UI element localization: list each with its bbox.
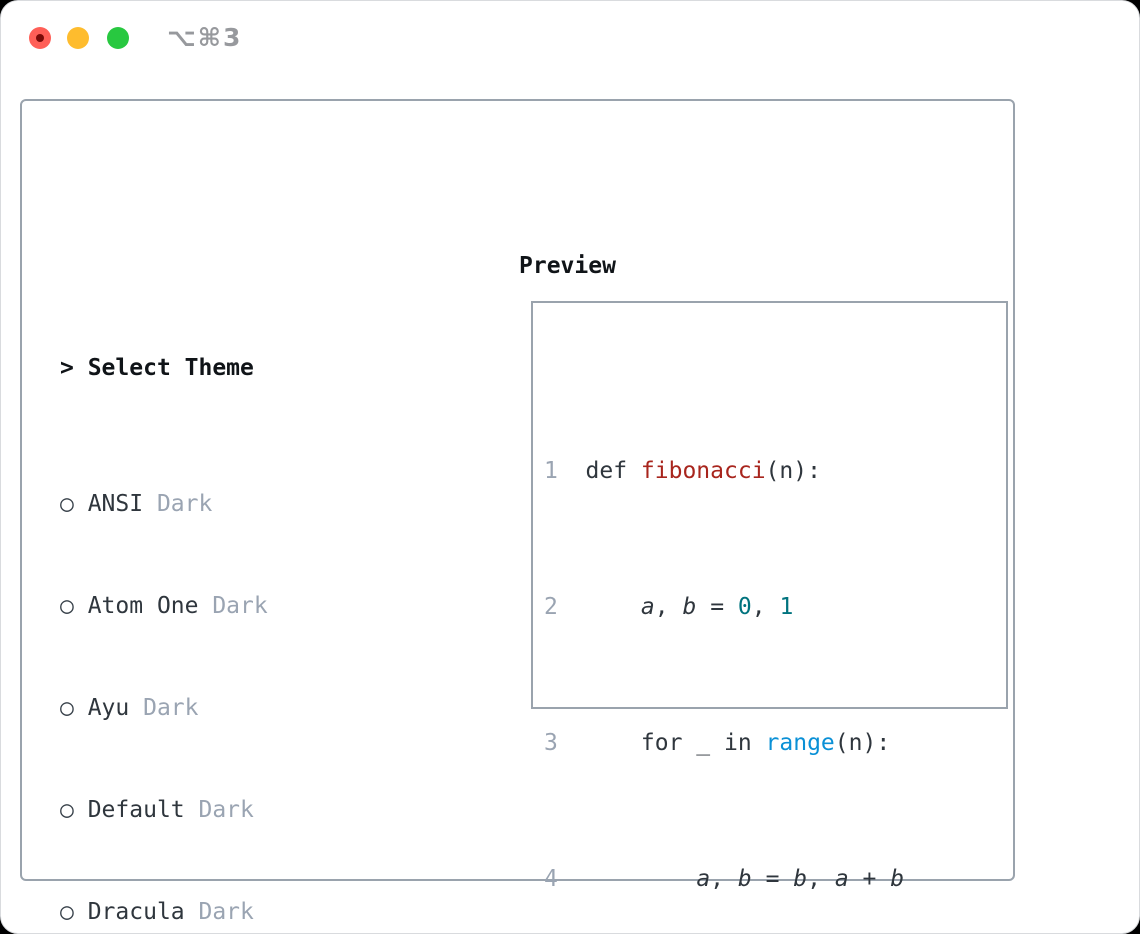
window-title: ⌥⌘3 xyxy=(167,23,243,52)
line-number: 1 xyxy=(544,458,558,484)
theme-list-title: Select Theme xyxy=(87,355,254,381)
focus-cursor: > xyxy=(60,355,88,381)
preview-title: Preview xyxy=(519,253,616,279)
radio-icon: ○ xyxy=(60,491,88,517)
radio-icon: ○ xyxy=(60,593,88,619)
theme-list-header: > Select Theme xyxy=(60,351,448,385)
minimize-button[interactable] xyxy=(67,27,89,49)
radio-icon: ○ xyxy=(60,899,88,925)
theme-item-default-dark[interactable]: ○ Default Dark xyxy=(60,797,254,823)
left-column: > Select Theme ○ ANSI Dark ○ Atom One Da… xyxy=(60,249,448,933)
dialog-panel: > Select Theme ○ ANSI Dark ○ Atom One Da… xyxy=(20,99,1015,925)
radio-icon: ○ xyxy=(60,797,88,823)
line-number: 2 xyxy=(544,594,558,620)
close-button[interactable] xyxy=(29,27,51,49)
theme-item-ansi-dark[interactable]: ○ ANSI Dark xyxy=(60,491,213,517)
title-bar: ⌥⌘3 xyxy=(1,1,1139,76)
line-number: 4 xyxy=(544,866,558,892)
theme-item-atom-one-dark[interactable]: ○ Atom One Dark xyxy=(60,593,268,619)
line-number: 3 xyxy=(544,730,558,756)
code-line: 4 a, b = b, a + b xyxy=(544,862,1006,896)
theme-item-ayu-dark[interactable]: ○ Ayu Dark xyxy=(60,695,199,721)
theme-item-dracula-dark[interactable]: ○ Dracula Dark xyxy=(60,899,254,925)
code-line: 2 a, b = 0, 1 xyxy=(544,590,1006,624)
zoom-button[interactable] xyxy=(107,27,129,49)
radio-icon: ○ xyxy=(60,695,88,721)
code-line: 3 for _ in range(n): xyxy=(544,726,1006,760)
